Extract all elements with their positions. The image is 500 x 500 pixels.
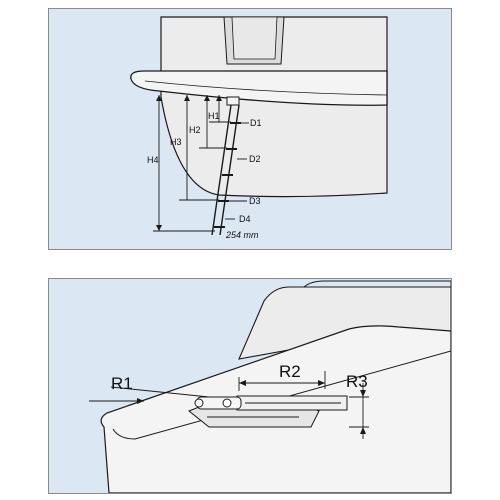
bracket-hinge [196,396,242,410]
label-h3: H3 [170,137,182,147]
step-spacing-label: 254 mm [225,230,259,240]
label-h4: H4 [147,155,159,165]
height-dimensions [153,95,231,232]
cabin-window-inner [231,16,278,60]
bracket-pin [222,398,232,408]
ladder-rail-right [219,104,240,236]
boarding-ladder [211,96,241,236]
deck-edge-line [144,80,388,96]
label-d4: D4 [239,214,251,224]
deck-rail [130,70,388,106]
bracket-pin [194,398,204,408]
boat-hull [160,16,388,198]
dimension-arrowheads [156,95,222,231]
radius-dimensions [89,371,369,439]
bracket-diagram: R1 R2 R3 [49,279,451,493]
label-r3: R3 [346,372,368,391]
label-h2: H2 [189,125,201,135]
r1-leader-line [110,386,210,398]
depth-dimensions [225,122,249,220]
ladder-diagram: H1 H2 H3 H4 D1 D2 D3 D4 254 mm [49,9,451,249]
ladder-diagram-panel: H1 H2 H3 H4 D1 D2 D3 D4 254 mm [48,8,452,250]
bracket-diagram-panel: R1 R2 R3 [48,278,452,494]
label-h1: H1 [208,111,220,121]
ladder-bracket [188,395,348,428]
ladder-mount-bracket [226,96,240,106]
cabin-roof-edge [303,280,451,289]
label-r1: R1 [111,374,133,393]
deck-edge-line [112,350,451,440]
dimension-arrowheads [137,380,366,434]
label-d1: D1 [250,118,262,128]
ladder-rail-left [211,104,232,236]
label-d3: D3 [249,196,261,206]
label-r2: R2 [279,362,301,381]
label-d2: D2 [249,154,261,164]
